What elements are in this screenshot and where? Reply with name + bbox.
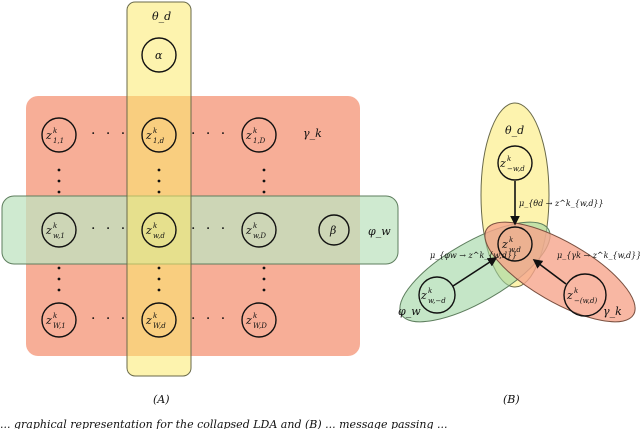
svg-text:z: z	[145, 314, 152, 327]
svg-text:z: z	[145, 129, 152, 142]
z-node-w-D: z k w,D	[241, 212, 277, 248]
svg-text:w,1: w,1	[53, 232, 65, 240]
svg-text:w,−d: w,−d	[428, 297, 446, 305]
phi-ellipse-label: φ_w	[398, 305, 421, 318]
beta-label: β	[329, 224, 336, 237]
phi-plate-label: φ_w	[368, 225, 391, 238]
svg-text:−(w,d): −(w,d)	[574, 297, 597, 305]
svg-text:w,d: w,d	[509, 246, 521, 254]
gamma-ellipse-label: γ_k	[603, 305, 622, 318]
v-dots-col3-lower	[262, 266, 266, 292]
z-node-w-1: z k w,1	[41, 212, 77, 248]
z-node-w-d: z k w,d	[141, 212, 177, 248]
svg-text:−w,d: −w,d	[507, 165, 525, 173]
svg-text:W,1: W,1	[53, 322, 66, 330]
svg-text:k: k	[253, 312, 257, 320]
svg-text:k: k	[53, 222, 57, 230]
v-dots-col1-upper	[57, 168, 61, 194]
svg-text:z: z	[245, 314, 252, 327]
h-dots-row3-b: · · ·	[191, 311, 228, 327]
svg-text:k: k	[574, 287, 578, 295]
msg-theta-label: μ_{θd → z^k_{w,d}}	[519, 199, 604, 208]
z-node-right: z k −(w,d)	[563, 273, 607, 317]
alpha-node	[141, 37, 177, 73]
svg-text:z: z	[499, 157, 506, 170]
svg-text:k: k	[153, 222, 157, 230]
gamma-plate-label: γ_k	[303, 127, 322, 140]
gamma-ellipse	[484, 221, 636, 323]
svg-text:k: k	[253, 222, 257, 230]
h-dots-row1-b: · · ·	[191, 126, 228, 142]
svg-text:z: z	[45, 314, 52, 327]
svg-text:z: z	[45, 129, 52, 142]
svg-text:z: z	[45, 224, 52, 237]
svg-text:k: k	[253, 127, 257, 135]
svg-text:k: k	[509, 236, 513, 244]
arrow-gamma-to-center	[532, 259, 567, 285]
figure-caption-fragment: ... graphical representation for the col…	[0, 418, 447, 429]
caption-b: (B)	[503, 393, 520, 406]
theta-plate-label: θ_d	[152, 10, 171, 23]
svg-text:W,D: W,D	[253, 322, 267, 330]
phi-plate	[1, 195, 399, 265]
z-node-W-D: z k W,D	[241, 302, 277, 338]
msg-phi-label: μ_{φw → z^k_{w,d}}	[430, 251, 517, 260]
z-node-center: z k w,d	[497, 226, 533, 262]
svg-text:z: z	[145, 224, 152, 237]
z-node-1-d: z k 1,d	[141, 117, 177, 153]
msg-gamma-label: μ_{γk → z^k_{w,d}}	[557, 251, 640, 260]
svg-text:z: z	[566, 289, 573, 302]
svg-text:1,1: 1,1	[53, 137, 64, 145]
h-dots-row1-a: · · ·	[91, 126, 128, 142]
svg-text:w,d: w,d	[153, 232, 165, 240]
theta-ellipse-label: θ_d	[505, 124, 524, 137]
caption-a: (A)	[153, 393, 170, 406]
z-node-W-1: z k W,1	[41, 302, 77, 338]
svg-text:k: k	[153, 312, 157, 320]
beta-node	[318, 214, 350, 246]
z-node-W-d: z k W,d	[141, 302, 177, 338]
alpha-label: α	[155, 49, 163, 62]
svg-text:k: k	[53, 127, 57, 135]
svg-text:z: z	[245, 129, 252, 142]
svg-text:z: z	[501, 238, 508, 251]
arrow-phi-to-center	[452, 257, 498, 287]
h-dots-row2-a: · · ·	[91, 221, 128, 237]
z-node-top: z k −w,d	[497, 145, 533, 181]
svg-text:z: z	[245, 224, 252, 237]
v-dots-col2-lower	[157, 266, 161, 292]
svg-text:k: k	[428, 287, 432, 295]
z-node-1-D: z k 1,D	[241, 117, 277, 153]
svg-text:w,D: w,D	[253, 232, 266, 240]
svg-text:W,d: W,d	[153, 322, 166, 330]
z-node-1-1: z k 1,1	[41, 117, 77, 153]
svg-text:k: k	[53, 312, 57, 320]
svg-text:z: z	[420, 289, 427, 302]
h-dots-row3-a: · · ·	[91, 311, 128, 327]
svg-text:k: k	[153, 127, 157, 135]
svg-text:1,D: 1,D	[253, 137, 266, 145]
svg-text:k: k	[507, 155, 511, 163]
z-node-left: z k w,−d	[418, 276, 456, 314]
v-dots-col2-upper	[157, 168, 161, 194]
v-dots-col3-upper	[262, 168, 266, 194]
svg-text:1,d: 1,d	[153, 137, 165, 145]
v-dots-col1-lower	[57, 266, 61, 292]
h-dots-row2-b: · · ·	[191, 221, 228, 237]
theta-plate	[126, 1, 192, 377]
